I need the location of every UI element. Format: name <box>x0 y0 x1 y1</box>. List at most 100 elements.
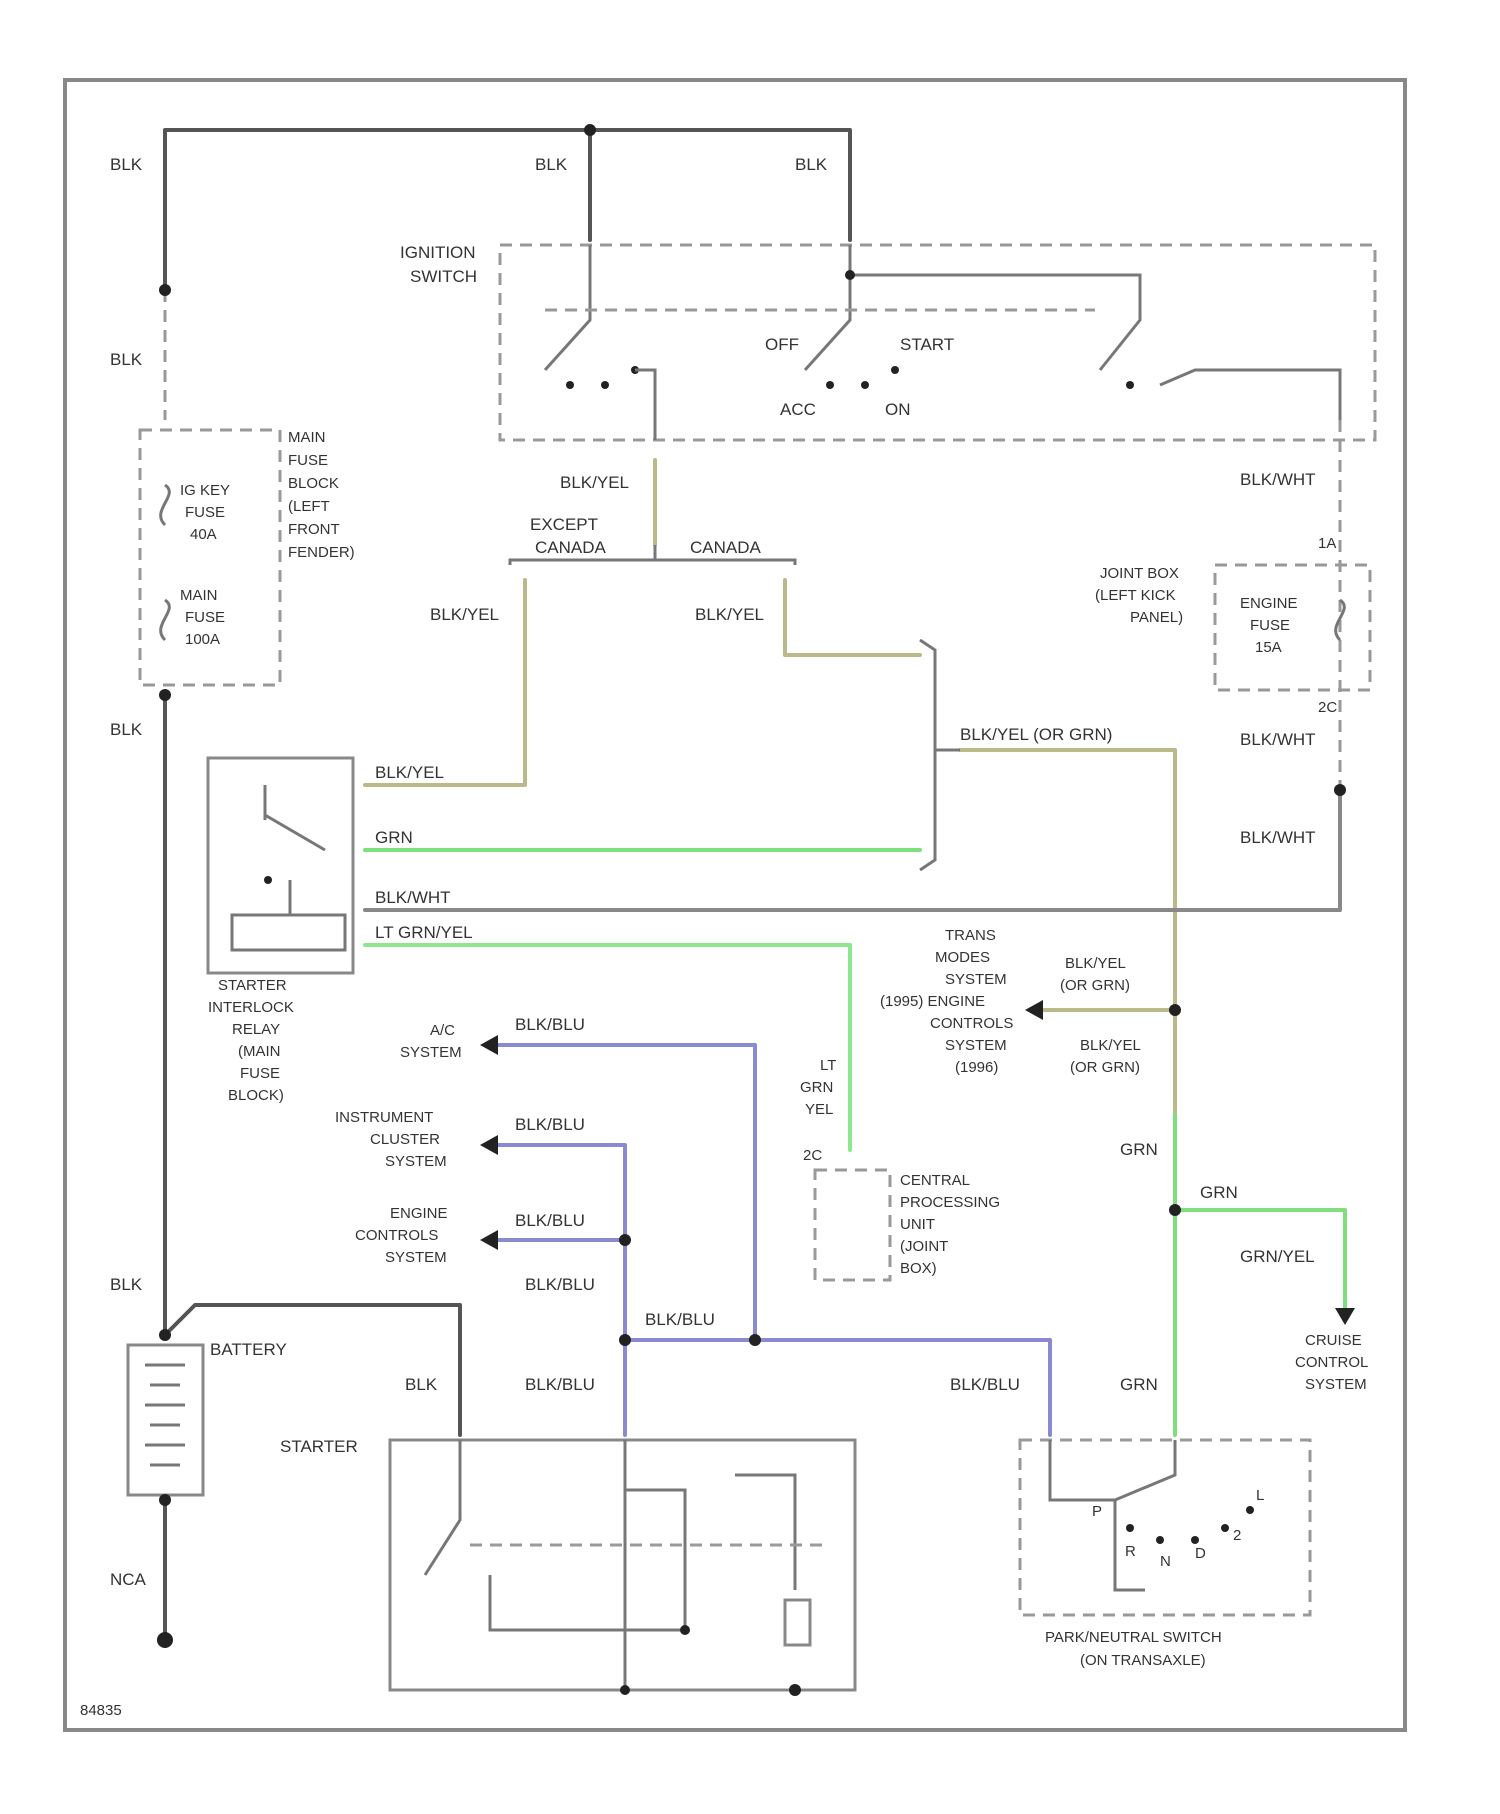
label-mainfuse-1: MAIN <box>180 587 218 604</box>
label-ecs-1: ENGINE <box>390 1205 448 1222</box>
arrow-cluster <box>480 1135 498 1155</box>
relay-bracket <box>920 640 960 870</box>
junction-trans <box>1169 1004 1181 1016</box>
label-trans-3: SYSTEM <box>945 971 1007 988</box>
label-blkblu-2: BLK/BLU <box>515 1115 585 1134</box>
label-pn-2: (ON TRANSAXLE) <box>1080 1652 1206 1669</box>
wire-blkyel-canada <box>785 580 920 655</box>
label-grn-relay: GRN <box>375 828 413 847</box>
arrow-cruise <box>1335 1308 1355 1325</box>
battery-box <box>128 1345 203 1495</box>
label-trans-1: TRANS <box>945 927 996 944</box>
label-nca: NCA <box>110 1570 147 1589</box>
label-ic-1: INSTRUMENT <box>335 1109 433 1126</box>
label-blkyel-2: BLK/YEL <box>430 605 499 624</box>
starter-contacts <box>425 1440 795 1690</box>
label-blk-2: BLK <box>535 155 568 174</box>
arrow-trans <box>1025 1000 1043 1020</box>
label-blk-5: BLK <box>110 720 143 739</box>
label-joint-3: PANEL) <box>1130 609 1183 626</box>
ign-out-3 <box>1160 370 1340 385</box>
label-grn-2: GRN <box>1200 1183 1238 1202</box>
label-mfb-1: MAIN <box>288 429 326 446</box>
label-blk-1: BLK <box>110 155 143 174</box>
joint-box-box <box>1215 565 1370 690</box>
label-blkwht-1: BLK/WHT <box>1240 470 1316 489</box>
label-ic-2: CLUSTER <box>370 1131 440 1148</box>
label-igkey-2: FUSE <box>185 504 225 521</box>
junction-ign <box>845 270 855 280</box>
label-gear-r: R <box>1125 1543 1136 1560</box>
label-mfb-4: (LEFT <box>288 498 330 515</box>
label-trans-2: MODES <box>935 949 990 966</box>
label-off: OFF <box>765 335 799 354</box>
label-start: START <box>900 335 954 354</box>
junction-grn <box>1169 1204 1181 1216</box>
junction-blu-1 <box>619 1234 631 1246</box>
ign-dot-2a <box>826 381 834 389</box>
label-cpu-5: BOX) <box>900 1260 937 1277</box>
label-figure-code: 84835 <box>80 1702 122 1719</box>
ign-link <box>850 275 1140 370</box>
label-cruise-1: CRUISE <box>1305 1332 1362 1349</box>
label-sir-5: FUSE <box>240 1065 280 1082</box>
label-igkey-1: IG KEY <box>180 482 230 499</box>
label-ac-1: A/C <box>430 1022 455 1039</box>
label-pn-1: PARK/NEUTRAL SWITCH <box>1045 1629 1222 1646</box>
starter-relay-box <box>208 758 353 973</box>
label-trans-4: (1995) ENGINE <box>880 993 985 1010</box>
fuse-ig-key <box>161 485 170 525</box>
label-gear-l: L <box>1256 1487 1264 1504</box>
label-blkblu-7: BLK/BLU <box>950 1375 1020 1394</box>
ign-dot-2b <box>861 381 869 389</box>
label-ic-3: SYSTEM <box>385 1153 447 1170</box>
label-blk-6: BLK <box>110 1275 143 1294</box>
label-sir-3: RELAY <box>232 1021 280 1038</box>
label-pin-2c: 2C <box>1318 699 1337 716</box>
label-blkwht-2: BLK/WHT <box>1240 730 1316 749</box>
label-cruise-2: CONTROL <box>1295 1354 1368 1371</box>
label-except-1: EXCEPT <box>530 515 598 534</box>
label-gear-2: 2 <box>1233 1527 1241 1544</box>
label-sir-1: STARTER <box>218 977 287 994</box>
fuse-node-top <box>159 284 171 296</box>
ign-dot-1a <box>566 381 574 389</box>
ign-dot-2c <box>891 366 899 374</box>
starter-motor <box>785 1600 810 1645</box>
label-ltgrn-2: GRN <box>800 1079 833 1096</box>
label-engfuse-2: FUSE <box>1250 617 1290 634</box>
relay-coil <box>232 880 345 950</box>
battery-cells <box>145 1365 185 1465</box>
fuse-main <box>161 600 170 640</box>
park-neutral-box <box>1020 1440 1310 1615</box>
starter-node-1 <box>680 1625 690 1635</box>
label-grnyel: GRN/YEL <box>1240 1247 1315 1266</box>
label-blkyel-1: BLK/YEL <box>560 473 629 492</box>
label-trans-5: CONTROLS <box>930 1015 1013 1032</box>
label-blkwht-relay: BLK/WHT <box>375 888 451 907</box>
label-joint-2: (LEFT KICK <box>1095 587 1176 604</box>
diagram-frame <box>65 80 1405 1730</box>
ign-contact-2 <box>805 245 850 370</box>
label-cruise-3: SYSTEM <box>1305 1376 1367 1393</box>
label-grn-1: GRN <box>1120 1140 1158 1159</box>
label-trans-6: SYSTEM <box>945 1037 1007 1054</box>
label-blkblu-1: BLK/BLU <box>515 1015 585 1034</box>
pn-dot-2 <box>1221 1524 1229 1532</box>
ign-dot-1b <box>601 381 609 389</box>
label-cpu-1: CENTRAL <box>900 1172 970 1189</box>
label-battery: BATTERY <box>210 1340 287 1359</box>
wire-blkwht-ign <box>1195 370 1340 420</box>
label-mainfuse-3: 100A <box>185 631 220 648</box>
relay-dot-1 <box>264 876 272 884</box>
label-gear-p: P <box>1092 1503 1102 1520</box>
label-blk-3: BLK <box>795 155 828 174</box>
label-ignition-1: IGNITION <box>400 243 476 262</box>
label-mfb-6: FENDER) <box>288 544 355 561</box>
arrow-engine <box>480 1230 498 1250</box>
ign-dot-3a <box>1126 381 1134 389</box>
battery-node-top <box>159 1329 171 1341</box>
starter-node-2 <box>620 1685 630 1695</box>
label-blkwht-3: BLK/WHT <box>1240 828 1316 847</box>
